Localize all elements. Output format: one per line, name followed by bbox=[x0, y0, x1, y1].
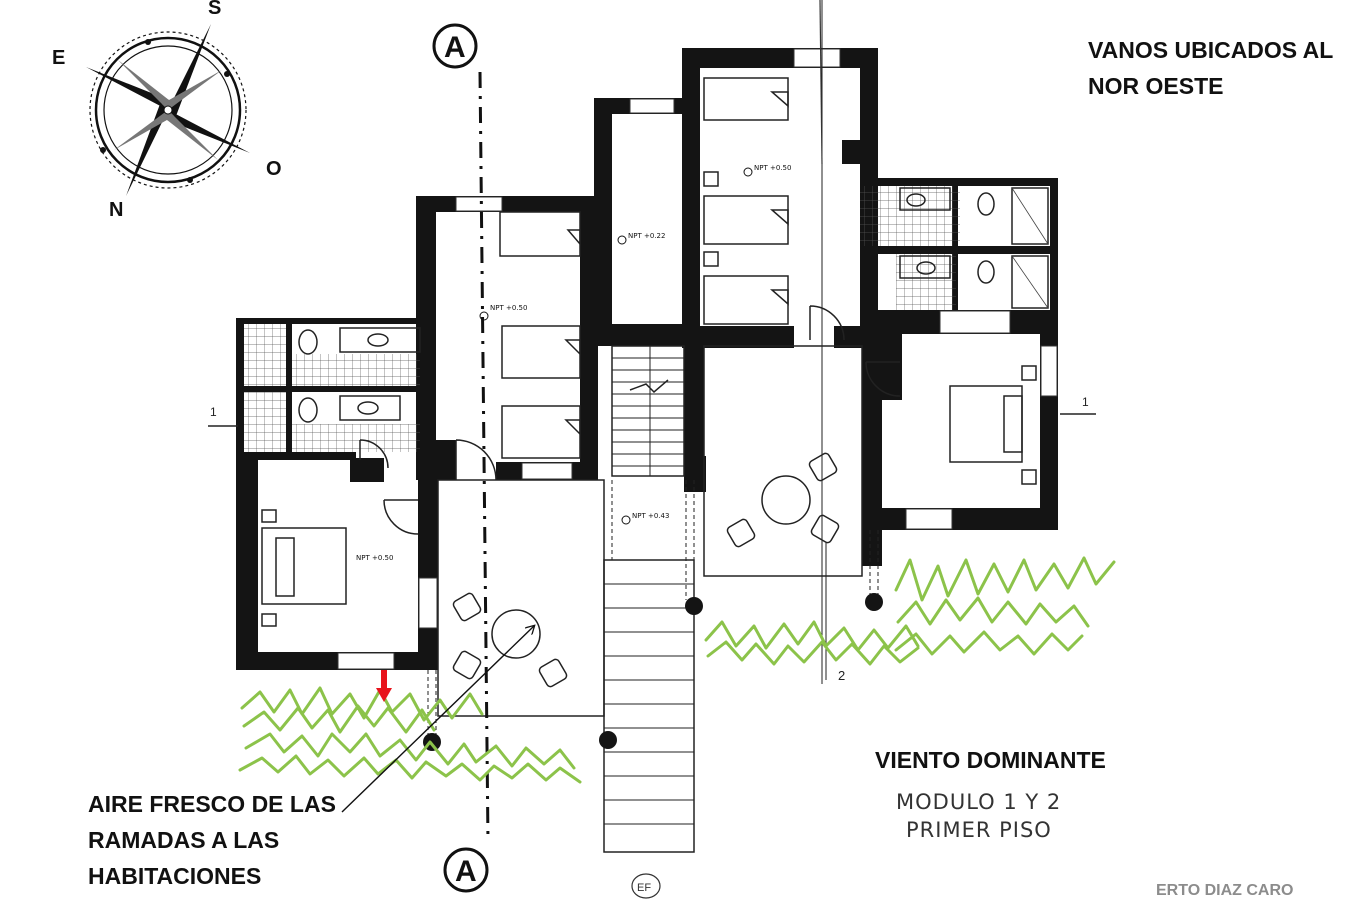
level-room-lower-left: NPT +0.50 bbox=[356, 554, 393, 562]
level-room-top-middle: NPT +0.50 bbox=[754, 164, 791, 172]
level-room-upper-left: NPT +0.50 bbox=[490, 304, 527, 312]
level-stairwell: NPT +0.22 bbox=[628, 232, 665, 240]
cut-label-right: 1 bbox=[1082, 395, 1089, 409]
note-aire-line-2: RAMADAS A LAS bbox=[88, 827, 280, 853]
note-vanos: VANOS UBICADOS AL NOR OESTE bbox=[1088, 32, 1333, 104]
note-vanos-line-2: NOR OESTE bbox=[1088, 73, 1224, 99]
bottom-symbol: EF bbox=[631, 873, 661, 899]
section-line-a: A A bbox=[432, 0, 823, 893]
section-marker-bottom: A bbox=[455, 855, 477, 888]
wind-arrow bbox=[376, 670, 392, 702]
bathroom-fixtures bbox=[244, 186, 1049, 452]
section-marker-top: A bbox=[444, 31, 466, 64]
note-aire-line-3: HABITACIONES bbox=[88, 863, 262, 889]
compass-south-label: S bbox=[208, 0, 221, 19]
compass-west-label: O bbox=[266, 158, 282, 180]
compass-east-label: E bbox=[52, 47, 65, 69]
detail-label: 2 bbox=[838, 668, 845, 683]
vegetation-scribbles bbox=[238, 556, 1116, 784]
note-vanos-line-1: VANOS UBICADOS AL bbox=[1088, 37, 1334, 63]
plan-title-line-1: MODULO 1 Y 2 bbox=[896, 790, 1062, 814]
airflow-arrow bbox=[341, 626, 534, 813]
note-aire: AIRE FRESCO DE LAS RAMADAS A LAS HABITAC… bbox=[88, 786, 336, 894]
level-corridor: NPT +0.43 bbox=[632, 512, 669, 520]
compass-rose: S E O N bbox=[52, 0, 282, 221]
terrace-outlines bbox=[423, 345, 883, 751]
plan-title-line-2: PRIMER PISO bbox=[906, 818, 1052, 842]
level-markers: NPT +0.50 NPT +0.22 NPT +0.50 NPT +0.50 … bbox=[356, 164, 791, 562]
door-swings bbox=[359, 305, 901, 535]
bedroom-furniture bbox=[261, 77, 1037, 627]
terrace-furniture bbox=[452, 452, 840, 688]
author-credit: ERTO DIAZ CARO bbox=[1156, 882, 1294, 899]
note-aire-line-1: AIRE FRESCO DE LAS bbox=[88, 791, 336, 817]
bottom-symbol-label: EF bbox=[637, 882, 651, 894]
compass-north-label: N bbox=[109, 199, 123, 221]
note-viento-text: VIENTO DOMINANTE bbox=[875, 747, 1106, 773]
cut-label-left: 1 bbox=[210, 405, 217, 419]
staircase bbox=[603, 345, 695, 853]
note-viento: VIENTO DOMINANTE bbox=[875, 742, 1106, 778]
cut-lines: 1 1 2 bbox=[208, 0, 1096, 684]
window-openings bbox=[337, 48, 1058, 670]
